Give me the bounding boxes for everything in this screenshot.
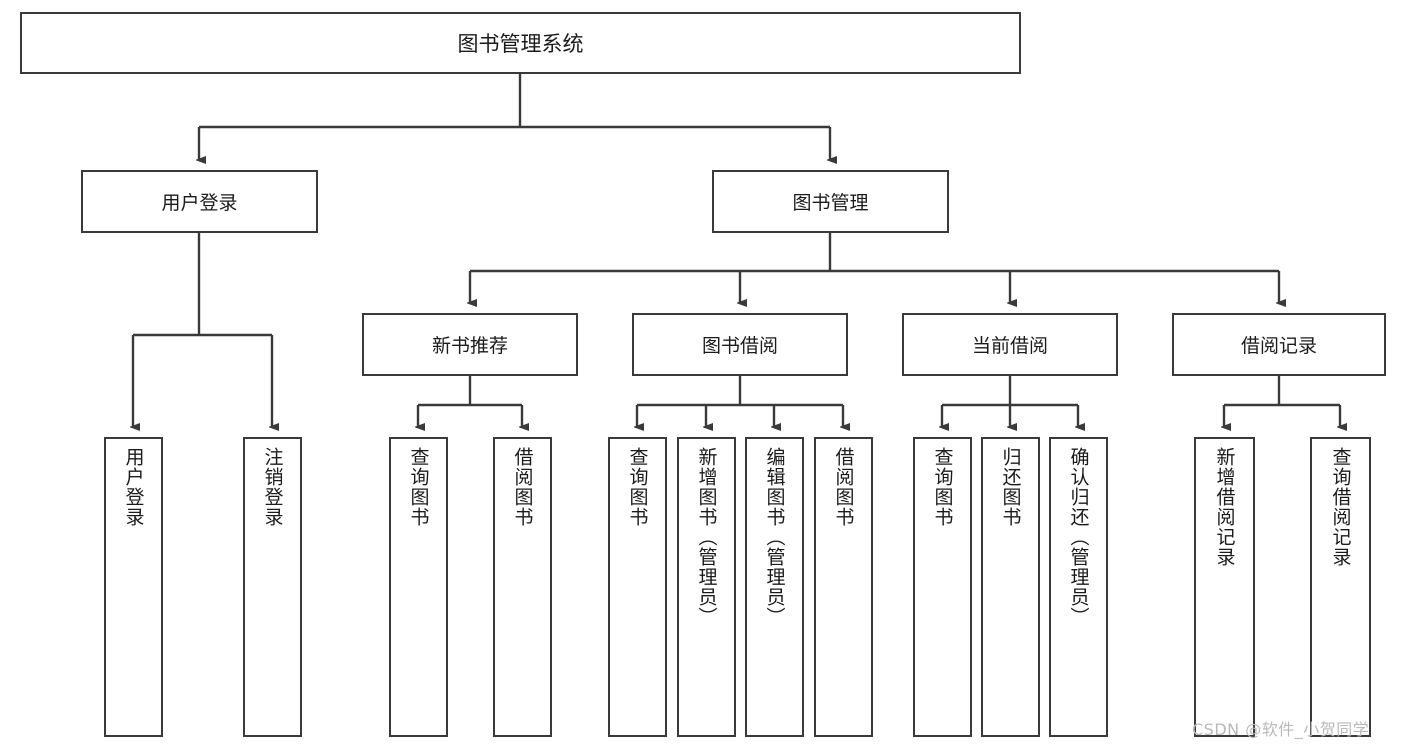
leaf-record-query-record[interactable]: 查询借阅记录 [1310, 437, 1371, 737]
node-new-book-recommend[interactable]: 新书推荐 [362, 313, 578, 376]
leaf-borrow-query-book[interactable]: 查询图书 [608, 437, 667, 737]
node-label: 新增借阅记录 [1213, 447, 1236, 567]
node-label: 用户登录 [122, 447, 145, 527]
node-label: 图书借阅 [701, 335, 778, 357]
node-label: 借阅图书 [832, 447, 855, 527]
node-book-management[interactable]: 图书管理 [712, 170, 949, 233]
leaf-borrow-edit-book-admin[interactable]: 编辑图书（管理员） [745, 437, 804, 737]
node-label: 查询图书 [931, 447, 954, 527]
node-label: 查询借阅记录 [1329, 447, 1352, 567]
node-root-system[interactable]: 图书管理系统 [20, 12, 1021, 74]
node-label: 当前借阅 [971, 335, 1048, 357]
leaf-recommend-borrow-book[interactable]: 借阅图书 [493, 437, 552, 737]
node-label: 图书管理系统 [457, 32, 584, 56]
node-label: 借阅记录 [1240, 335, 1317, 357]
node-user-login[interactable]: 用户登录 [81, 170, 318, 233]
node-label: 用户登录 [161, 192, 238, 214]
node-label: 查询图书 [407, 447, 430, 527]
node-label: 图书管理 [792, 192, 869, 214]
leaf-current-query-book[interactable]: 查询图书 [913, 437, 972, 737]
leaf-user-login-signin[interactable]: 用户登录 [104, 437, 163, 737]
node-borrow-record[interactable]: 借阅记录 [1172, 313, 1386, 376]
node-label: 确认归还（管理员） [1067, 447, 1090, 627]
leaf-recommend-query-book[interactable]: 查询图书 [389, 437, 448, 737]
node-label: 归还图书 [999, 447, 1022, 527]
node-book-borrow[interactable]: 图书借阅 [632, 313, 848, 376]
node-current-borrow[interactable]: 当前借阅 [902, 313, 1118, 376]
csdn-watermark: CSDN @软件_小贺同学 [1192, 720, 1370, 739]
node-label: 新书推荐 [431, 335, 508, 357]
leaf-current-return-book[interactable]: 归还图书 [981, 437, 1040, 737]
leaf-user-login-signout[interactable]: 注销登录 [243, 437, 302, 737]
leaf-borrow-add-book-admin[interactable]: 新增图书（管理员） [677, 437, 736, 737]
leaf-borrow-borrow-book[interactable]: 借阅图书 [814, 437, 873, 737]
leaf-record-add-record[interactable]: 新增借阅记录 [1194, 437, 1255, 737]
node-label: 新增图书（管理员） [695, 447, 718, 627]
leaf-current-confirm-return-admin[interactable]: 确认归还（管理员） [1049, 437, 1108, 737]
node-label: 注销登录 [261, 447, 284, 527]
node-label: 借阅图书 [511, 447, 534, 527]
node-label: 查询图书 [626, 447, 649, 527]
node-label: 编辑图书（管理员） [763, 447, 786, 627]
